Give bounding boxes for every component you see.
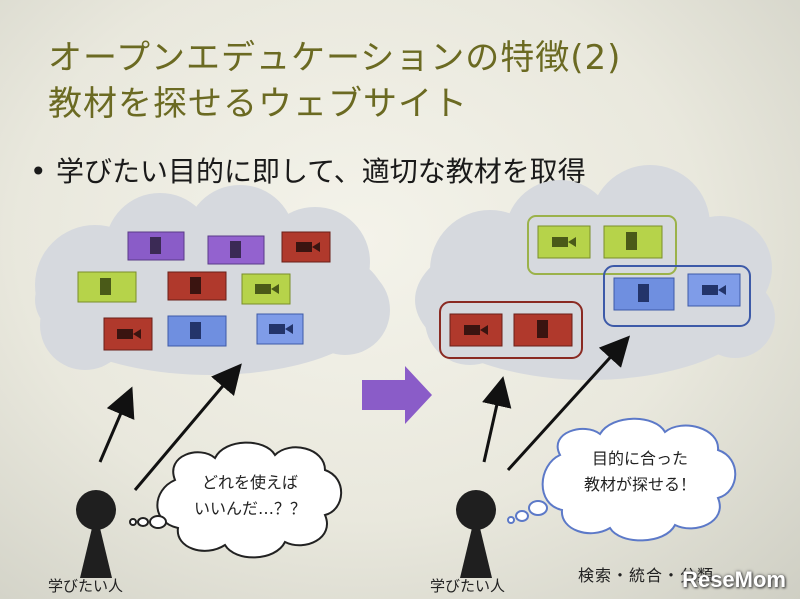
material-card-video	[687, 273, 741, 307]
material-card-doc	[167, 271, 227, 301]
right-thought-text: 目的に合った 教材が探せる！	[570, 446, 710, 498]
left-cards	[77, 231, 331, 351]
material-card-doc	[613, 277, 675, 311]
modes-label: 検索・統合・分類	[578, 566, 715, 585]
right-arrow-1	[482, 376, 512, 463]
left-thought-line1: どれを使えば	[201, 473, 298, 492]
right-person-icon	[456, 490, 496, 578]
slide-title-line1: オープンエデュケーションの特徴(2)	[48, 38, 622, 78]
green-group	[527, 215, 677, 275]
right-thought-line1: 目的に合った	[591, 449, 688, 468]
resemom-logo: ReseMom	[682, 567, 786, 592]
material-card-doc	[77, 271, 137, 303]
left-arrow-2	[133, 363, 242, 491]
left-person-icon	[76, 490, 116, 578]
bullet-dot-icon: •	[30, 155, 47, 188]
right-material-cloud	[415, 165, 775, 380]
bullet-point: • 学びたい目的に即して、適切な教材を取得	[30, 150, 586, 190]
slide-title-line2: 教材を探せるウェブサイト	[48, 84, 468, 124]
material-card-video	[103, 317, 153, 351]
material-card-doc	[127, 231, 185, 261]
right-arrow-2	[506, 335, 631, 472]
material-card-doc	[207, 235, 265, 265]
right-thought-line2: 教材が探せる！	[583, 475, 696, 494]
bullet-text: 学びたい目的に即して、適切な教材を取得	[56, 155, 586, 188]
blue-group	[603, 265, 751, 327]
material-card-video	[281, 231, 331, 263]
material-card-video	[256, 313, 304, 345]
left-thought-line2: いいんだ…？？	[193, 499, 306, 518]
left-thought-text: どれを使えば いいんだ…？？	[185, 470, 315, 522]
material-card-video	[241, 273, 291, 305]
material-card-doc	[603, 225, 663, 259]
left-thought-bubble	[129, 441, 343, 559]
material-card-doc	[513, 313, 573, 347]
material-card-video	[449, 313, 503, 347]
right-thought-bubble	[507, 417, 737, 542]
left-person-label: 学びたい人	[48, 577, 124, 595]
material-card-video	[537, 225, 591, 259]
left-arrow-1	[98, 386, 135, 463]
red-group	[439, 301, 583, 359]
transition-arrow	[362, 366, 432, 424]
material-card-doc	[167, 315, 227, 347]
right-person-label: 学びたい人	[430, 577, 506, 595]
